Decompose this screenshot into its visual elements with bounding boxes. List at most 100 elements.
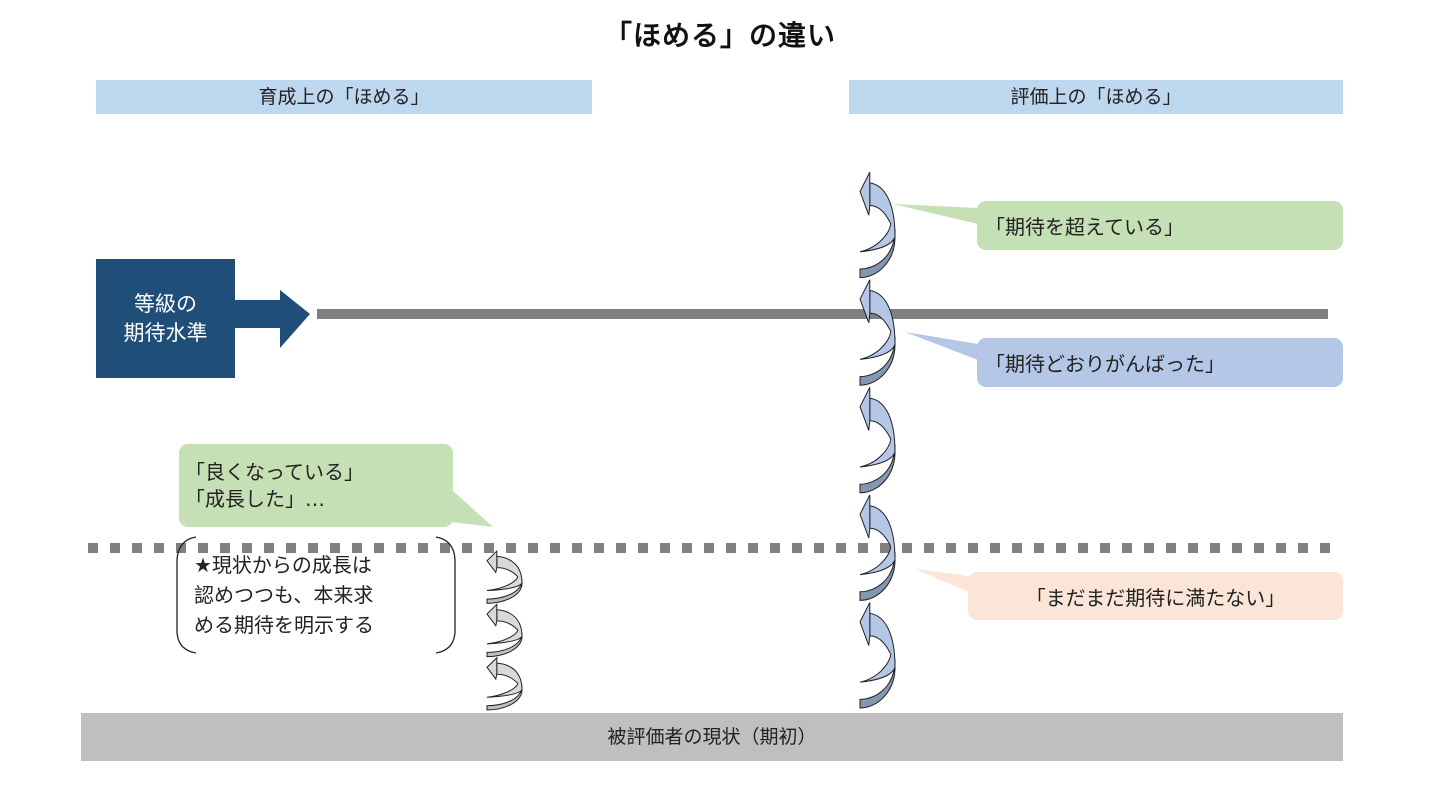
callout-tail-not-yet [915,569,969,592]
callout-line-2: 「成長した」… [185,486,325,511]
dotted-line-dash [308,543,318,553]
callout-tail-growth [452,490,493,527]
dotted-line-dash [1100,543,1110,553]
dotted-line-dash [814,543,824,553]
dotted-line-dash [1078,543,1088,553]
diagram-title: 「ほめる」の違い [603,19,836,52]
callout-tail-as-expected [905,332,978,360]
callout-line-1: 「良くなっている」 [185,459,364,484]
spiral-arrowhead-icon [486,656,498,681]
spiral-arrowhead-icon [859,602,871,646]
note-text-block: ★現状からの成長は 認めつつも、本来求 める期待を明示する [190,538,448,652]
dotted-line-dash [660,543,670,553]
dotted-line-dash [1320,543,1330,553]
callout-exceeds-expectations: 「期待を超えている」 [977,201,1343,250]
callout-as-expected: 「期待どおりがんばった」 [977,338,1343,387]
spiral-segment [859,602,896,709]
header-development-praise: 育成上の「ほめる」 [96,80,592,114]
evaluation-spiral-arrow [859,171,896,709]
dotted-line-dash [990,543,1000,553]
dotted-line-dash [968,543,978,553]
dotted-line-dash [264,543,274,553]
dotted-line-dash [1034,543,1044,553]
dotted-line-dash [836,543,846,553]
callout-text: 「期待どおりがんばった」 [985,352,1225,376]
dotted-line-dash [352,543,362,553]
dotted-line-dash [462,543,472,553]
spiral-back-band [486,685,523,711]
dotted-line-dash [198,543,208,553]
dotted-line-dash [506,543,516,553]
dotted-line-dash [1210,543,1220,553]
header-evaluation-praise: 評価上の「ほめる」 [849,80,1343,114]
dotted-line-dash [330,543,340,553]
dotted-line-dash [858,543,868,553]
note-line-3: める期待を明示する [194,613,374,637]
dotted-line-dash [396,543,406,553]
note-line-2: 認めつつも、本来求 [194,583,374,607]
dotted-line-dash [1012,543,1022,553]
dotted-line-dash [132,543,142,553]
dotted-line-dash [704,543,714,553]
dotted-line-dash [440,543,450,553]
note-bracket [176,536,456,654]
current-state-bar: 被評価者の現状（期初） [81,713,1343,761]
dotted-line-dash [374,543,384,553]
dotted-line-dash [572,543,582,553]
grade-box-line-1: 等級の [134,291,197,316]
spiral-front-band [859,289,896,360]
spiral-front-band [859,505,896,576]
spiral-front-band [859,182,896,253]
callout-below-expectations: 「まだまだ期待に満たない」 [968,572,1343,620]
spiral-front-band [859,612,896,683]
expectation-level-line [317,309,1328,319]
dotted-line-dash [528,543,538,553]
callout-text: 「まだまだ期待に満たない」 [1025,585,1286,610]
dotted-line-dash [880,543,890,553]
dotted-line-dash [550,543,560,553]
spiral-front-band [859,397,896,468]
grade-box-line-2: 期待水準 [123,320,208,345]
dotted-line-dash [638,543,648,553]
spiral-arrowhead-icon [859,171,871,216]
spiral-front-band [486,662,523,698]
dotted-line-dash [682,543,692,553]
dotted-line-dash [1166,543,1176,553]
spiral-segment [486,549,523,604]
spiral-segment [859,171,896,279]
dotted-line-dash [792,543,802,553]
dotted-line-dash [1056,543,1066,553]
development-spiral-arrow [486,549,523,711]
dotted-line-dash [726,543,736,553]
dotted-line-dash [594,543,604,553]
dotted-line-dash [1122,543,1132,553]
spiral-front-band [486,555,523,592]
dotted-line-dash [1254,543,1264,553]
dotted-line-dash [770,543,780,553]
dotted-line-dash [748,543,758,553]
dotted-line-dash [286,543,296,553]
grade-expectation-box: 等級の 期待水準 [96,259,235,378]
callout-tail-exceed [893,204,978,224]
spiral-front-band [486,609,523,645]
spiral-arrowhead-icon [859,387,871,431]
spiral-back-band [859,551,896,601]
dotted-line-dash [176,543,186,553]
spiral-segment [486,603,523,658]
dotted-line-dash [616,543,626,553]
dotted-line-dash [1188,543,1198,553]
dotted-line-dash [902,543,912,553]
spiral-arrowhead-icon [859,279,871,323]
dotted-line-dash [946,543,956,553]
spiral-back-band [859,444,896,494]
callout-text: 「期待を超えている」 [985,215,1184,239]
dotted-line-dash [88,543,98,553]
dotted-line-dash [154,543,164,553]
dotted-line-dash [484,543,494,553]
spiral-back-band [486,579,523,604]
spiral-segment [859,387,896,494]
spiral-segment [859,494,896,601]
spiral-arrowhead-icon [486,549,498,574]
dotted-line-dash [242,543,252,553]
